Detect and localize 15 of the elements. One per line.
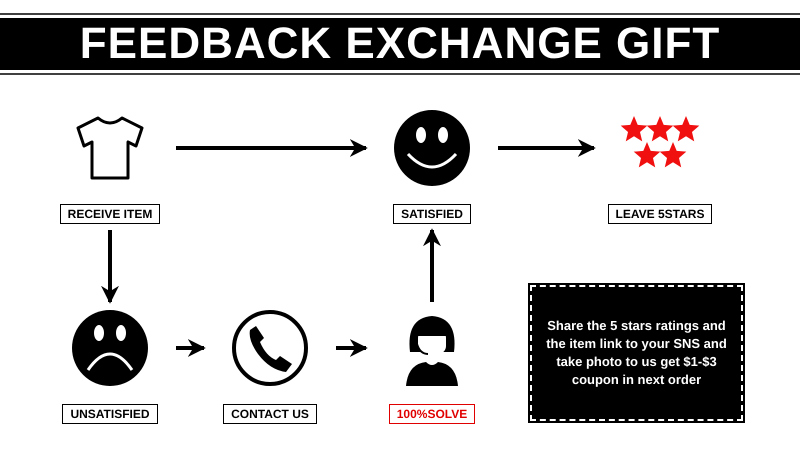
note-card (528, 283, 745, 423)
arrow (101, 230, 119, 304)
note-text: Share the 5 stars ratings and the item link to your SNS and take photo to us get $1-$3 coupon in next order (545, 317, 728, 389)
step-label: CONTACT US (223, 404, 317, 424)
step-label: UNSATISFIED (62, 404, 158, 424)
step-label: LEAVE 5STARS (608, 204, 712, 224)
arrow (176, 139, 368, 157)
step-label: RECEIVE ITEM (60, 204, 160, 224)
arrow (336, 339, 368, 357)
arrow (176, 339, 206, 357)
arrow (423, 228, 441, 302)
step-label: SATISFIED (393, 204, 471, 224)
arrow (498, 139, 596, 157)
title-banner: FEEDBACK EXCHANGE GIFT (0, 18, 800, 70)
step-label: 100%SOLVE (388, 404, 476, 424)
